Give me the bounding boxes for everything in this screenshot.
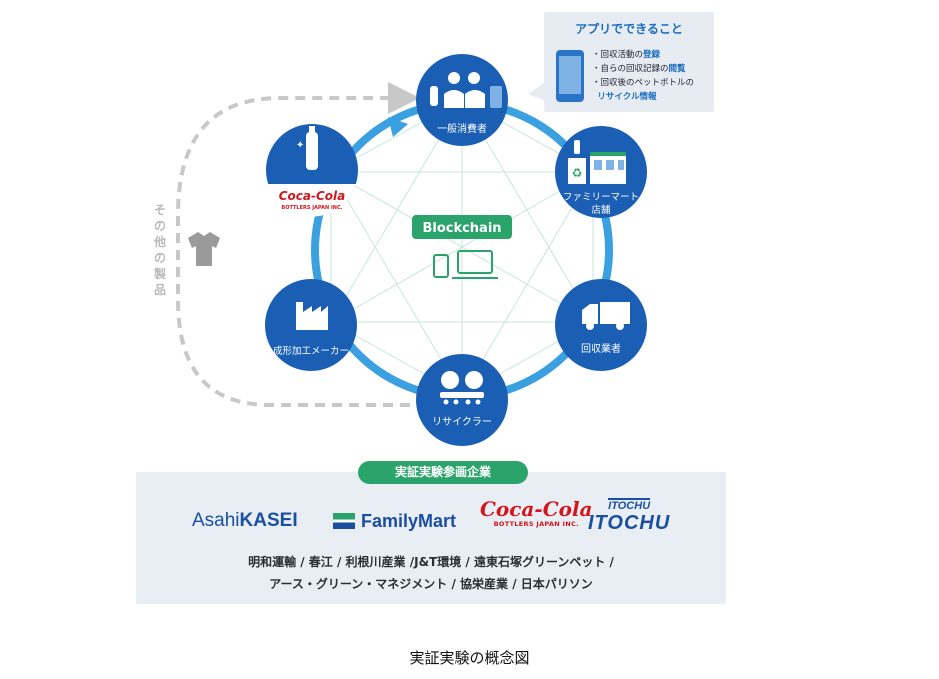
store-icon: ♻ bbox=[568, 140, 626, 184]
other-products-char-5: 製 bbox=[153, 266, 167, 281]
callout-title: アプリでできること bbox=[575, 22, 683, 36]
consumer-label: 一般消費者 bbox=[437, 122, 487, 135]
node-processor: 成形加工メーカー bbox=[265, 279, 357, 371]
callout-item: ・自らの回収記録の閲覧 bbox=[592, 64, 686, 74]
callout-item: リサイクル情報 bbox=[597, 92, 657, 102]
svg-text:♻: ♻ bbox=[572, 166, 583, 180]
factory-icon bbox=[296, 302, 328, 330]
node-familymart-store: ♻ ファミリーマート 店舗 bbox=[555, 126, 647, 218]
itochu-logo: ITOCHU ITOCHU bbox=[588, 498, 671, 534]
other-products-char-2: の bbox=[154, 219, 166, 233]
app-features-callout: アプリでできること ・回収活動の登録 ・自らの回収記録の閲覧 ・回収後のペットボ… bbox=[544, 12, 714, 112]
side-label-other-products: そ の 他 の 製 品 bbox=[153, 203, 167, 297]
participants-badge: 実証実験参画企業 bbox=[358, 461, 528, 484]
collector-label: 回収業者 bbox=[581, 342, 621, 355]
familymart-label-1: ファミリーマート bbox=[563, 192, 639, 203]
coke-node-script: Coca-Cola bbox=[279, 189, 346, 203]
familymart-mark-icon bbox=[333, 513, 355, 529]
other-products-char-6: 品 bbox=[154, 283, 166, 297]
processor-label: 成形加工メーカー bbox=[273, 345, 349, 357]
node-collector: 回収業者 bbox=[555, 279, 647, 371]
familymart-logo: FamilyMart bbox=[333, 506, 456, 536]
tshirt-icon bbox=[188, 232, 220, 266]
blockchain-label: Blockchain bbox=[422, 221, 501, 236]
other-products-arrow bbox=[176, 82, 420, 407]
figure-caption: 実証実験の概念図 bbox=[409, 649, 530, 667]
truck-icon bbox=[582, 302, 630, 330]
recycler-label: リサイクラー bbox=[432, 416, 492, 428]
devices-icon bbox=[433, 250, 498, 279]
recycler-icon bbox=[440, 371, 484, 405]
blockchain-badge bbox=[412, 215, 512, 239]
other-products-char-1: そ bbox=[154, 203, 166, 217]
svg-text:✦: ✦ bbox=[296, 140, 304, 151]
callout-item: ・回収後のペットボトルの bbox=[592, 78, 695, 88]
consumers-icon bbox=[430, 72, 502, 108]
callout-item: ・回収活動の登録 bbox=[592, 50, 661, 60]
smartphone-icon bbox=[556, 50, 584, 102]
other-products-char-4: の bbox=[154, 251, 166, 265]
node-consumer: 一般消費者 bbox=[416, 54, 508, 146]
bottle-icon: ✦ bbox=[296, 126, 318, 170]
node-coca-cola: ✦ Coca-Cola BOTTLERS JAPAN INC. bbox=[266, 124, 358, 217]
members-line-1: 明和運輸 / 春江 / 利根川産業 /J&T環境 / 遠東石塚グリーンペット / bbox=[248, 555, 614, 569]
familymart-label-2: 店舗 bbox=[591, 204, 611, 216]
coca-cola-logo: Coca-Cola BOTTLERS JAPAN INC. bbox=[480, 497, 593, 528]
coke-node-sub: BOTTLERS JAPAN INC. bbox=[281, 205, 342, 211]
other-products-char-3: 他 bbox=[153, 234, 166, 249]
callout-list: ・回収活動の登録 ・自らの回収記録の閲覧 ・回収後のペットボトルの リサイクル情… bbox=[592, 48, 712, 104]
members-line-2: アース・グリーン・マネジメント / 協栄産業 / 日本パリソン bbox=[269, 577, 593, 591]
ring-arrowhead bbox=[388, 117, 408, 137]
node-recycler: リサイクラー bbox=[416, 354, 508, 446]
callout-pointer bbox=[528, 80, 548, 102]
participants-panel bbox=[136, 472, 726, 604]
